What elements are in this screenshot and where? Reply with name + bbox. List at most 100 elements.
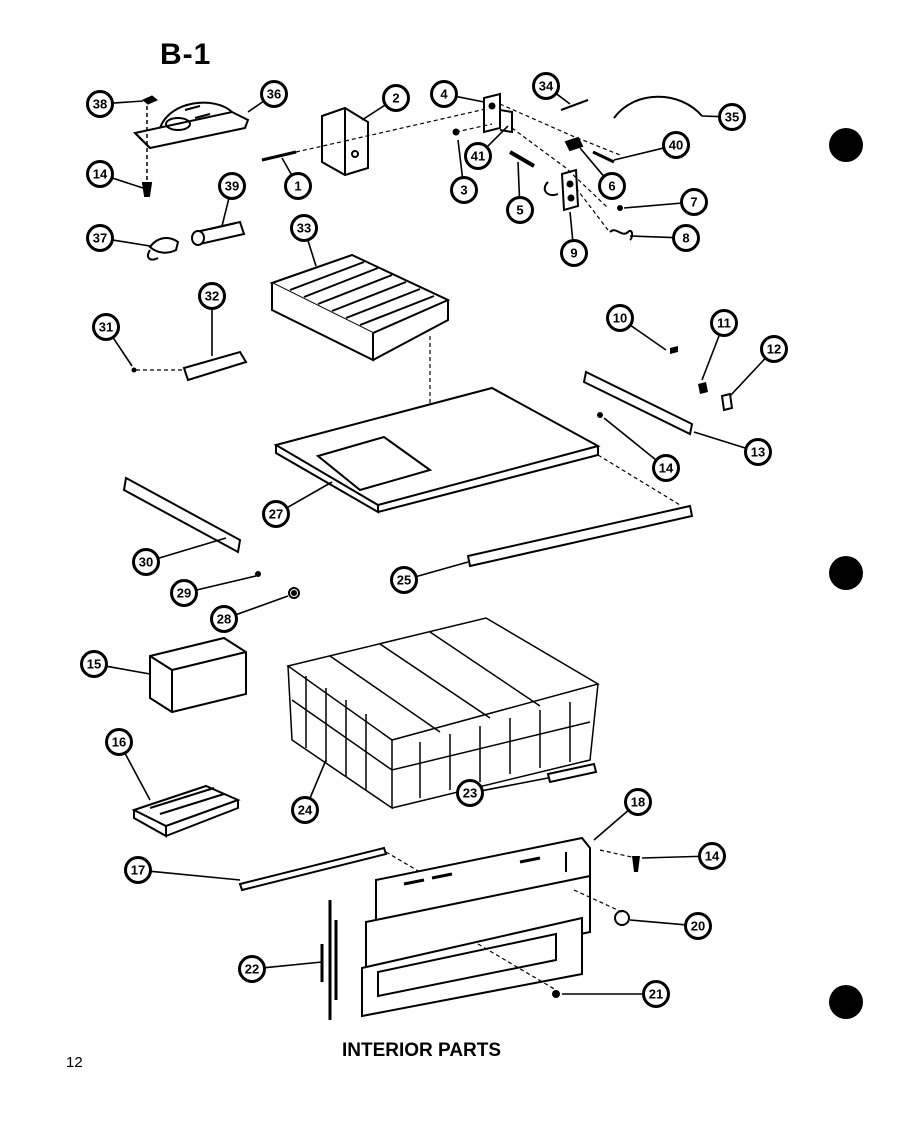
callout-38: 38 xyxy=(86,90,144,118)
callout-bubble xyxy=(390,566,418,594)
callout-leader xyxy=(579,147,605,177)
hinge-part-8 xyxy=(543,168,580,212)
socket-part-39 xyxy=(147,237,180,261)
callout-leader xyxy=(641,855,700,859)
callout-bubble xyxy=(105,728,133,756)
front-panel-part-18 xyxy=(375,836,591,928)
callout-bubble xyxy=(290,214,318,242)
callout-number: 41 xyxy=(471,149,485,164)
callout-number: 27 xyxy=(269,507,283,522)
callout-number: 32 xyxy=(205,289,219,304)
callout-bubble xyxy=(260,80,288,108)
callout-bubble xyxy=(642,980,670,1008)
callout-1: 1 xyxy=(281,157,312,200)
callout-leader xyxy=(196,575,257,591)
callout-bubble xyxy=(430,80,458,108)
callout-41: 41 xyxy=(464,125,509,170)
screw-part-14-mid xyxy=(597,412,603,418)
callout-bubble xyxy=(624,788,652,816)
callout-bubble xyxy=(210,605,238,633)
callout-number: 13 xyxy=(751,445,765,460)
callout-number: 1 xyxy=(294,179,301,194)
grommet-part-20 xyxy=(614,910,630,926)
callout-leader xyxy=(623,202,682,209)
callout-7: 7 xyxy=(623,188,708,216)
callout-8: 8 xyxy=(629,224,700,252)
callout-leader xyxy=(517,161,521,198)
callout-number: 21 xyxy=(649,987,663,1002)
callout-bubble xyxy=(86,224,114,252)
callout-bubble xyxy=(132,548,160,576)
callout-33: 33 xyxy=(290,214,318,267)
callout-leader xyxy=(456,95,485,103)
callout-leader xyxy=(112,239,151,247)
callout-number: 29 xyxy=(177,586,191,601)
spring-part-7 xyxy=(609,229,634,241)
screw-part-14-top xyxy=(141,106,153,197)
callout-bubble xyxy=(598,172,626,200)
callout-bubble xyxy=(760,335,788,363)
callout-leader xyxy=(286,481,333,509)
callout-number: 14 xyxy=(705,849,720,864)
grommet-part-28 xyxy=(288,587,300,599)
callout-leader xyxy=(124,753,151,801)
callout-bubble xyxy=(450,176,478,204)
callout-leader xyxy=(486,125,509,148)
callout-20: 20 xyxy=(629,912,712,940)
callout-leader xyxy=(630,324,667,351)
callout-bubble xyxy=(698,842,726,870)
callout-25: 25 xyxy=(390,561,469,594)
callout-leader xyxy=(569,211,574,241)
callout-number: 16 xyxy=(112,735,126,750)
callout-10: 10 xyxy=(606,304,667,351)
diagram-caption: INTERIOR PARTS xyxy=(342,1040,502,1061)
callout-number: 14 xyxy=(659,461,674,476)
callout-leader xyxy=(158,537,227,560)
callout-bubble xyxy=(672,224,700,252)
callout-37: 37 xyxy=(86,224,151,252)
callout-number: 15 xyxy=(87,657,101,672)
page-number: 12 xyxy=(66,1054,83,1071)
callout-13: 13 xyxy=(693,431,772,466)
callout-number: 6 xyxy=(608,179,615,194)
callout-bubble xyxy=(382,84,410,112)
callout-leader xyxy=(247,100,264,113)
callout-bubble xyxy=(124,856,152,884)
switch-part-5 xyxy=(564,136,584,152)
callout-leader xyxy=(112,177,144,189)
callout-11: 11 xyxy=(701,309,738,381)
callout-2: 2 xyxy=(361,84,410,121)
callout-14: 14 xyxy=(603,417,680,482)
callout-14: 14 xyxy=(641,842,726,870)
callout-23: 23 xyxy=(456,777,549,807)
callout-bubble xyxy=(86,160,114,188)
rail-part-32 xyxy=(182,350,248,382)
bottom-dashed-leaders xyxy=(477,849,637,991)
top-dashed-leaders xyxy=(455,103,621,231)
section-code: B-1 xyxy=(160,38,212,71)
callout-number: 39 xyxy=(225,179,239,194)
callout-leader xyxy=(264,961,323,969)
callout-leader xyxy=(361,104,386,121)
callout-bubble xyxy=(744,438,772,466)
callout-bubble xyxy=(291,796,319,824)
callout-39: 39 xyxy=(218,172,246,227)
callout-leader xyxy=(112,100,144,104)
callout-bubble xyxy=(684,912,712,940)
callout-leader xyxy=(603,417,657,461)
callout-bubble xyxy=(218,172,246,200)
strip-part-17 xyxy=(238,846,388,892)
callout-bubble xyxy=(456,779,484,807)
callout-number: 4 xyxy=(440,87,448,102)
screw-part-6 xyxy=(617,205,623,211)
clip-part-34 xyxy=(560,99,589,111)
callout-bubble xyxy=(718,103,746,131)
callout-number: 28 xyxy=(217,612,231,627)
seal-part-22 xyxy=(320,900,338,1020)
callout-6: 6 xyxy=(579,147,626,200)
callout-leader xyxy=(693,431,746,449)
callout-bubble xyxy=(86,90,114,118)
callout-leader xyxy=(613,147,664,161)
callout-leader xyxy=(281,157,293,176)
